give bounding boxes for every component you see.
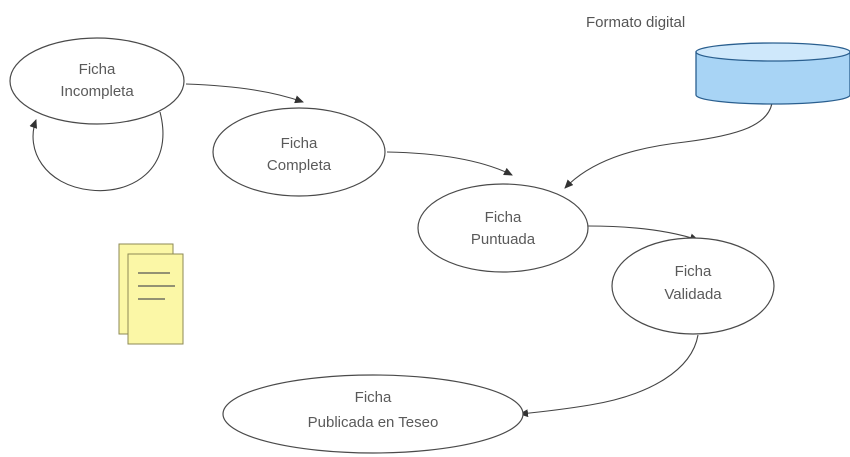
edge-validada-to-publicada	[519, 334, 699, 418]
edge-completa-to-puntuada	[386, 151, 513, 176]
node-ficha-puntuada-line1: Ficha	[485, 209, 522, 226]
database-cylinder-body	[695, 51, 850, 105]
node-ficha-incompleta: Ficha Incompleta	[9, 37, 185, 125]
edge-incompleta-to-completa	[185, 83, 304, 104]
node-ficha-completa-shape	[212, 107, 386, 197]
node-ficha-publicada: Ficha Publicada en Teseo	[222, 374, 524, 454]
document-stack-icon	[118, 243, 184, 345]
node-ficha-puntuada: Ficha Puntuada	[417, 183, 589, 273]
database-cylinder-top	[695, 42, 850, 62]
node-ficha-puntuada-shape	[417, 183, 589, 273]
node-ficha-incompleta-shape	[9, 37, 185, 125]
node-ficha-validada: Ficha Validada	[611, 237, 775, 335]
node-ficha-validada-line2: Validada	[664, 286, 722, 303]
node-ficha-completa-line1: Ficha	[281, 135, 318, 152]
database-cylinder-icon	[695, 42, 850, 105]
node-ficha-validada-line1: Ficha	[675, 263, 712, 280]
node-ficha-publicada-line1: Ficha	[355, 389, 392, 406]
node-ficha-completa: Ficha Completa	[212, 107, 386, 197]
node-ficha-completa-line2: Completa	[267, 157, 332, 174]
node-ficha-incompleta-line2: Incompleta	[60, 83, 134, 100]
node-ficha-incompleta-line1: Ficha	[79, 61, 116, 78]
database-label: Formato digital	[586, 14, 685, 31]
node-ficha-publicada-shape	[222, 374, 524, 454]
node-ficha-validada-shape	[611, 237, 775, 335]
edge-incompleta-self-loop	[29, 111, 164, 192]
edge-database-to-puntuada	[564, 102, 773, 189]
edge-puntuada-to-validada	[587, 225, 699, 242]
node-ficha-puntuada-line2: Puntuada	[471, 231, 536, 248]
node-ficha-publicada-line2: Publicada en Teseo	[308, 414, 439, 431]
